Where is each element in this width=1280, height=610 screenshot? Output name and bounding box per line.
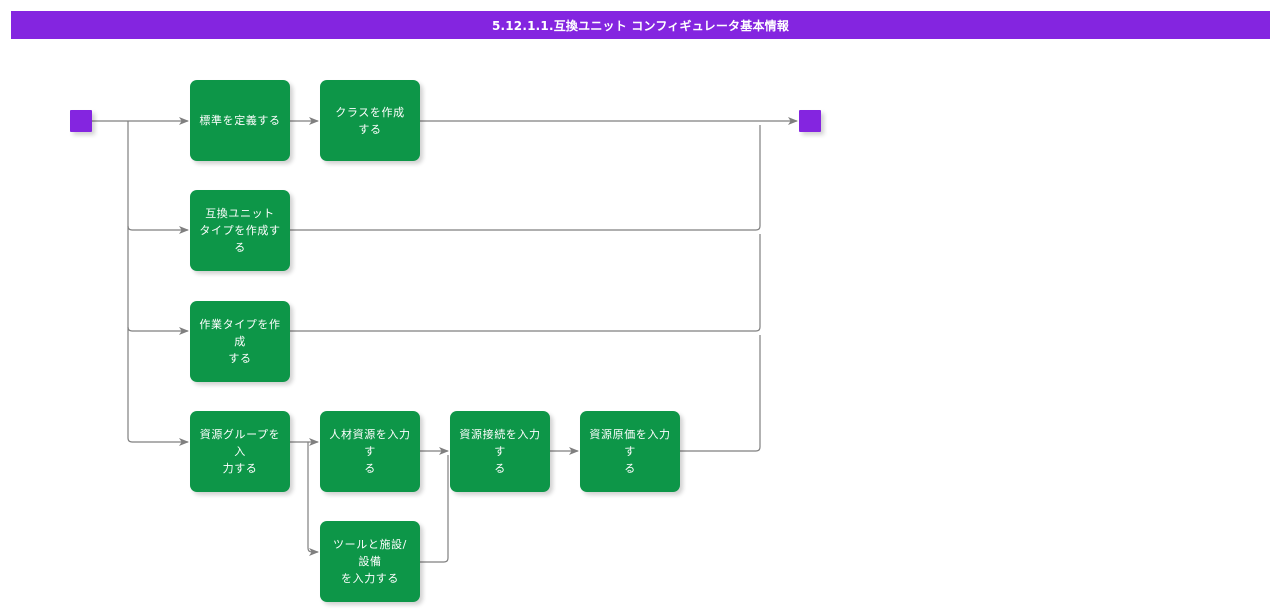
node-label: 資源接続を入力す る — [459, 428, 541, 475]
node-create-unit-type[interactable]: 互換ユニット タイプを作成する — [190, 190, 290, 271]
node-label: 作業タイプを作成 する — [199, 318, 281, 365]
node-enter-tools-facilities[interactable]: ツールと施設/設備 を入力する — [320, 521, 420, 602]
node-label: 資源原価を入力す る — [589, 428, 671, 475]
page-title-bar: 5.12.1.1.互換ユニット コンフィギュレータ基本情報 — [11, 11, 1270, 39]
node-label: 標準を定義する — [199, 114, 281, 127]
edge-res-group-branch-to-tools — [307, 442, 319, 556]
edge-split-rail — [127, 121, 189, 446]
node-label: 互換ユニット タイプを作成する — [199, 207, 281, 254]
node-label: 人材資源を入力す る — [329, 428, 411, 475]
node-enter-resource-connection[interactable]: 資源接続を入力す る — [450, 411, 550, 492]
start-node[interactable] — [70, 110, 92, 132]
node-create-class[interactable]: クラスを作成 する — [320, 80, 420, 161]
node-label: ツールと施設/設備 を入力する — [333, 538, 407, 585]
end-node[interactable] — [799, 110, 821, 132]
node-define-standard[interactable]: 標準を定義する — [190, 80, 290, 161]
edge-start-to-create-work-type — [127, 326, 189, 335]
page-title: 5.12.1.1.互換ユニット コンフィギュレータ基本情報 — [491, 18, 790, 33]
node-enter-resource-group[interactable]: 資源グループを入 力する — [190, 411, 290, 492]
edge-start-to-create-unit-type — [127, 225, 189, 234]
edge-create-unit-type-to-end — [290, 125, 761, 231]
edge-tools-to-res-connect — [420, 455, 449, 563]
edge-create-work-type-to-end — [290, 234, 761, 332]
node-label: クラスを作成 する — [335, 105, 405, 136]
node-label: 資源グループを入 力する — [199, 428, 281, 475]
node-create-work-type[interactable]: 作業タイプを作成 する — [190, 301, 290, 382]
edge-enter-res-cost-to-end — [680, 335, 761, 452]
node-enter-resource-cost[interactable]: 資源原価を入力す る — [580, 411, 680, 492]
node-enter-human-resource[interactable]: 人材資源を入力す る — [320, 411, 420, 492]
